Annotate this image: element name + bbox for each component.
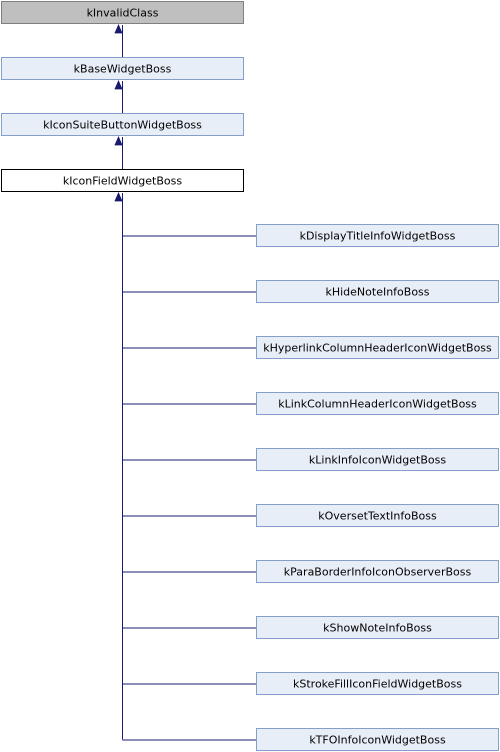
class-node-k-stroke-fill-icon-field-widget-boss[interactable]: kStrokeFillIconFieldWidgetBoss	[256, 672, 499, 695]
class-node-box	[256, 616, 499, 639]
class-node-label: kBaseWidgetBoss	[74, 63, 172, 76]
class-node-k-link-column-header-icon-widget-boss[interactable]: kLinkColumnHeaderIconWidgetBoss	[256, 392, 499, 415]
class-node-box	[1, 57, 244, 80]
class-node-label: kIconFieldWidgetBoss	[63, 175, 182, 188]
class-node-k-show-note-info-boss[interactable]: kShowNoteInfoBoss	[256, 616, 499, 639]
class-node-k-tfo-info-icon-widget-boss[interactable]: kTFOInfoIconWidgetBoss	[256, 728, 499, 751]
class-node-label: kOversetTextInfoBoss	[318, 510, 437, 523]
class-node-label: kHideNoteInfoBoss	[325, 286, 429, 299]
class-node-k-overset-text-info-boss[interactable]: kOversetTextInfoBoss	[256, 504, 499, 527]
class-node-k-display-title-info-widget-boss[interactable]: kDisplayTitleInfoWidgetBoss	[256, 224, 499, 247]
class-node-box	[256, 560, 499, 583]
class-node-label: kLinkInfoIconWidgetBoss	[309, 454, 446, 467]
class-node-k-hyperlink-column-header-icon-widget-boss[interactable]: kHyperlinkColumnHeaderIconWidgetBoss	[256, 336, 499, 359]
class-node-box	[256, 504, 499, 527]
class-node-label: kStrokeFillIconFieldWidgetBoss	[293, 678, 462, 691]
class-node-label: kHyperlinkColumnHeaderIconWidgetBoss	[263, 342, 492, 355]
class-node-k-invalid-class[interactable]: kInvalidClass	[1, 1, 244, 24]
class-node-label: kTFOInfoIconWidgetBoss	[309, 734, 446, 747]
class-node-label: kIconSuiteButtonWidgetBoss	[43, 119, 202, 132]
class-node-label: kDisplayTitleInfoWidgetBoss	[300, 230, 456, 243]
class-node-label: kShowNoteInfoBoss	[323, 622, 432, 635]
class-node-box	[256, 728, 499, 751]
class-node-k-icon-field-widget-boss[interactable]: kIconFieldWidgetBoss	[1, 169, 244, 192]
edges-layer	[114, 24, 256, 741]
class-node-label: kLinkColumnHeaderIconWidgetBoss	[278, 398, 477, 411]
class-node-box	[256, 336, 499, 359]
class-node-k-base-widget-boss[interactable]: kBaseWidgetBoss	[1, 57, 244, 80]
class-node-box	[1, 1, 244, 24]
class-node-box	[256, 280, 499, 303]
class-node-box	[256, 392, 499, 415]
class-node-label: kInvalidClass	[87, 7, 159, 20]
class-node-k-link-info-icon-widget-boss[interactable]: kLinkInfoIconWidgetBoss	[256, 448, 499, 471]
class-node-box	[256, 224, 499, 247]
class-node-k-icon-suite-button-widget-boss[interactable]: kIconSuiteButtonWidgetBoss	[1, 113, 244, 136]
class-node-label: kParaBorderInfoIconObserverBoss	[284, 566, 472, 579]
class-node-box	[256, 448, 499, 471]
class-node-box	[256, 672, 499, 695]
class-node-box	[1, 113, 244, 136]
class-node-box	[1, 169, 244, 192]
class-node-k-hide-note-info-boss[interactable]: kHideNoteInfoBoss	[256, 280, 499, 303]
class-node-k-para-border-info-icon-observer-boss[interactable]: kParaBorderInfoIconObserverBoss	[256, 560, 499, 583]
